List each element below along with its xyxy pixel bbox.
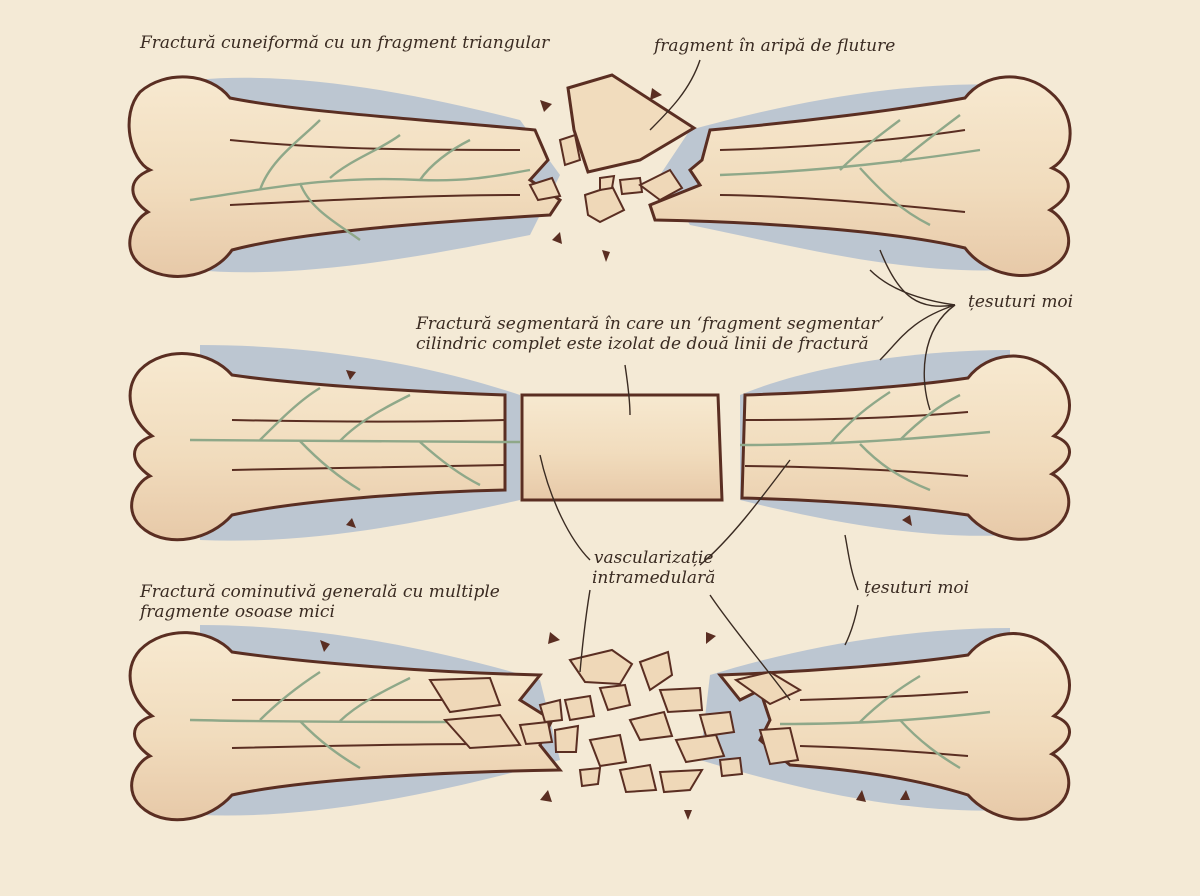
comminuted-fragments [428,648,803,794]
intramedullary-vascularization-label: vascularizație intramedulară [592,548,715,588]
segmental-fracture-caption: Fractură segmentară în care un ‘fragment… [416,314,884,354]
comminuted-caption-line1: Fractură cominutivă generală cu multiple [140,582,500,602]
segmental-caption-line1: Fractură segmentară în care un ‘fragment… [416,314,885,334]
soft-tissue-label-upper: țesuturi moi [968,292,1074,312]
butterfly-fragment-label: fragment în aripă de fluture [654,36,896,56]
leader-lines [539,59,956,701]
bone-wedge-fracture [127,73,1072,278]
bone-comminuted-right [716,632,1071,821]
vasc-label-line2: intramedulară [592,568,716,588]
bone-comminuted-fracture [128,625,1071,822]
bone-segmental-fracture [128,345,1071,542]
vessels-wedge [189,114,981,241]
comminuted-arrows [320,632,910,820]
comminuted-fracture-caption: Fractură cominutivă generală cu multiple… [140,582,500,622]
segmental-arrows [346,370,912,528]
bone-segmental-middle [520,393,724,502]
bone-segmental-left [128,352,507,542]
wedge-small-fragments [528,133,684,224]
butterfly-fragment [566,73,697,174]
bone-wedge-left [127,75,563,278]
vessels-comminuted [189,670,991,770]
soft-tissue-label-lower: țesuturi moi [864,578,970,598]
wedge-fracture-title: Fractură cuneiformă cu un fragment trian… [140,33,550,53]
comminuted-caption-line2: fragmente osoase mici [140,602,335,622]
bone-segmental-right [740,354,1071,541]
wedge-arrows [540,88,662,262]
segmental-caption-line2: cilindric complet este izolat de două li… [416,334,869,354]
vasc-label-line1: vascularizație [593,548,714,568]
bone-wedge-right [648,75,1072,278]
vessels-segmental [189,386,991,492]
